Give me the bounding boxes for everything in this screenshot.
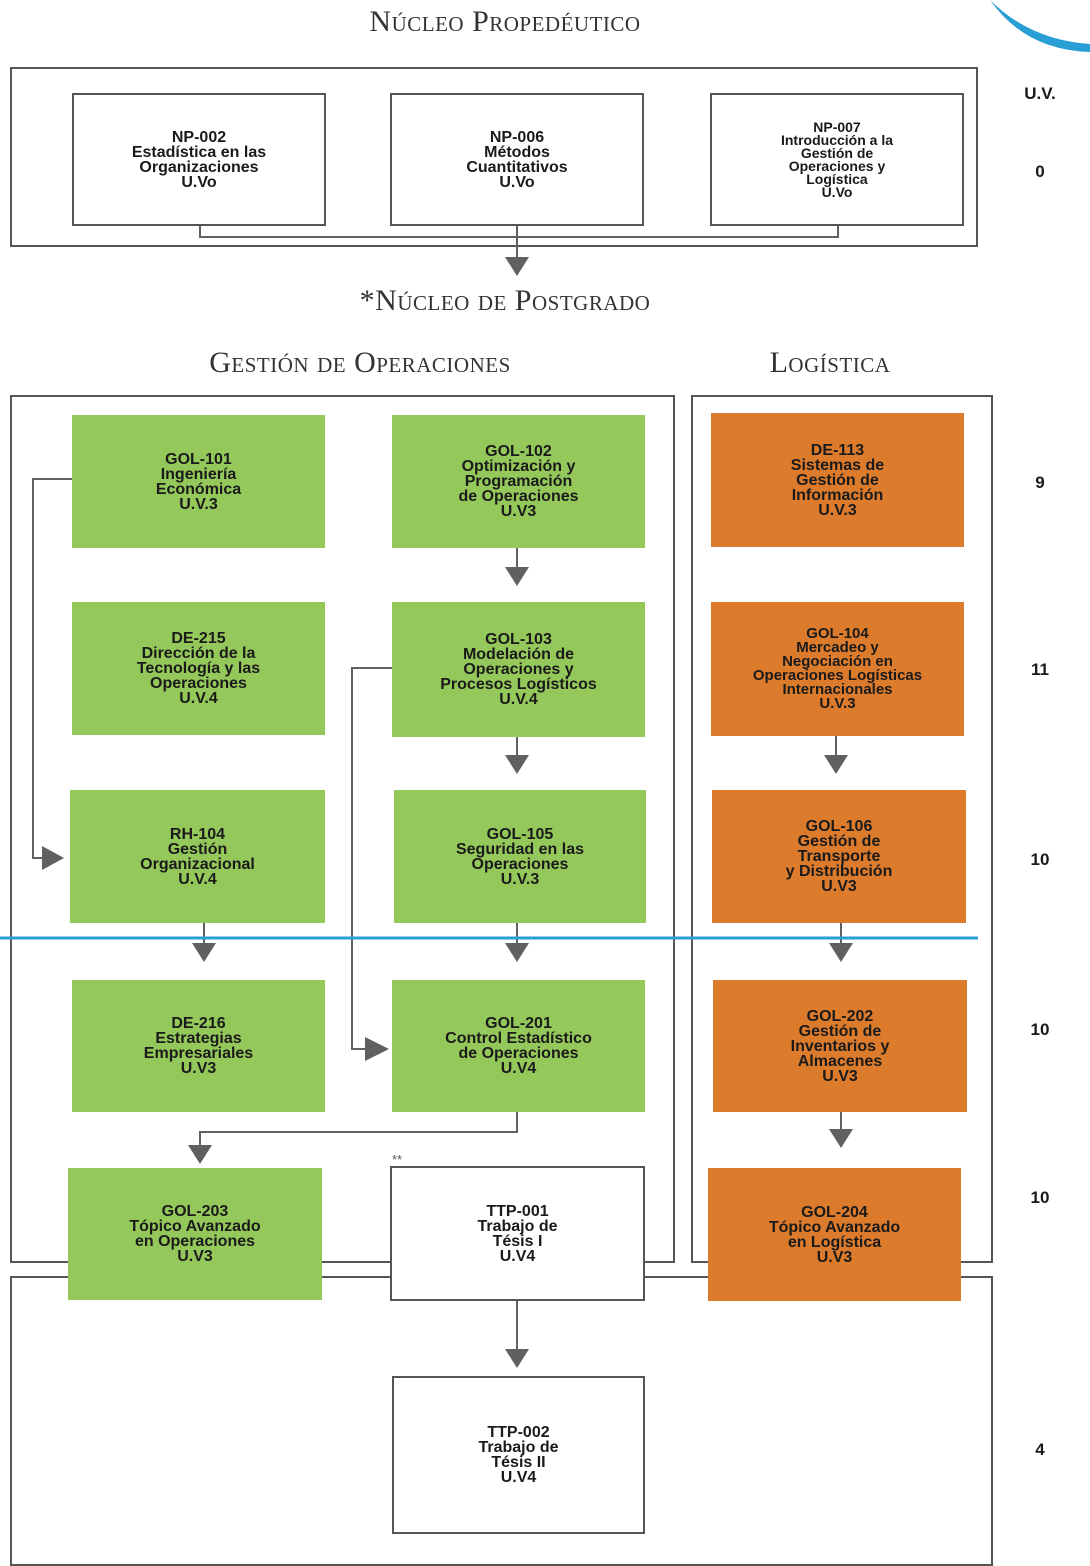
course-code: GOL-201 xyxy=(485,1015,552,1032)
frame-propedeutico xyxy=(10,67,978,247)
uv-value-thesis: 4 xyxy=(1035,1440,1045,1459)
course-name: Modelación de Operaciones y Procesos Log… xyxy=(440,646,597,693)
uv-value-row3: 10 xyxy=(1030,850,1050,869)
title-nucleo-postgrado: *Núcleo de Postgrado xyxy=(359,284,651,317)
course-name: Métodos Cuantitativos xyxy=(466,143,568,176)
course-name: Sistemas de Gestión de Información xyxy=(790,456,885,504)
course-name: Gestión de Inventarios y Almacenes xyxy=(790,1022,890,1070)
course-code: NP-006 xyxy=(489,128,545,146)
course-name: Mercadeo y Negociación en Operaciones Lo… xyxy=(752,639,923,698)
course-code: RH-104 xyxy=(169,825,226,843)
course-uv: U.Vo xyxy=(499,173,535,191)
course-code: GOL-104 xyxy=(806,625,869,642)
uv-value-row5: 10 xyxy=(1030,1188,1050,1207)
course-code: TTP-001 xyxy=(486,1202,549,1220)
course-code: DE-216 xyxy=(171,1015,226,1032)
course-code: GOL-203 xyxy=(161,1203,229,1220)
course-code: TTP-002 xyxy=(487,1424,550,1441)
uv-value-propedeutico: 0 xyxy=(1035,162,1045,181)
course-name: Seguridad en las Operaciones xyxy=(455,840,585,873)
arrowhead xyxy=(505,257,529,276)
course-uv: U.Vo xyxy=(181,173,217,191)
course-code: GOL-202 xyxy=(806,1007,874,1025)
course-name: Trabajo de Tésis II xyxy=(478,1439,559,1471)
course-code: GOL-106 xyxy=(805,818,873,835)
uv-value-row2: 11 xyxy=(1031,660,1049,679)
course-uv: U.V.3 xyxy=(500,870,540,888)
course-code: GOL-103 xyxy=(485,631,552,648)
course-code: GOL-101 xyxy=(165,450,232,468)
course-name: Introducción a la Gestión de Operaciones… xyxy=(780,131,893,187)
course-uv: U.V3 xyxy=(177,1248,213,1265)
course-name: Gestión de Transporte y Distribución xyxy=(785,833,893,880)
course-uv: U.V3 xyxy=(822,1067,858,1085)
course-name: Gestión Organizacional xyxy=(140,840,255,873)
uv-header: U.V. xyxy=(1024,84,1056,103)
course-code: DE-113 xyxy=(810,441,865,459)
logo-fragment xyxy=(990,0,1090,52)
course-uv: U.V4 xyxy=(499,1247,536,1265)
frame-gestion-operaciones xyxy=(10,395,675,1263)
course-uv: U.V.4 xyxy=(178,870,217,888)
course-code: GOL-204 xyxy=(801,1203,868,1221)
course-uv: U.V.3 xyxy=(179,495,218,513)
course-uv: U.Vo xyxy=(821,183,853,200)
course-uv: U.V.4 xyxy=(499,691,538,708)
course-code: GOL-105 xyxy=(486,825,554,843)
course-name: Trabajo de Tésis I xyxy=(477,1217,558,1250)
course-code: GOL-102 xyxy=(485,443,552,460)
course-name: Control Estadístico de Operaciones xyxy=(445,1030,592,1062)
course-uv: U.V3 xyxy=(816,1248,853,1266)
uv-value-row4: 10 xyxy=(1030,1020,1050,1039)
course-name: Dirección de la Tecnología y las Operaci… xyxy=(136,645,261,692)
course-uv: U.V.3 xyxy=(818,501,857,519)
course-name: Ingeniería Económica xyxy=(155,465,242,498)
course-code: NP-002 xyxy=(171,128,227,146)
course-uv: U.V.3 xyxy=(819,695,856,712)
uv-value-row1: 9 xyxy=(1035,473,1045,492)
course-name: Tópico Avanzado en Operaciones xyxy=(129,1218,261,1250)
course-uv: U.V4 xyxy=(500,1469,537,1486)
title-gestion-operaciones: Gestión de Operaciones xyxy=(209,346,511,379)
course-uv: U.V3 xyxy=(500,503,537,520)
course-name: Estrategias Empresariales xyxy=(143,1030,254,1062)
course-name: Tópico Avanzado en Logística xyxy=(768,1218,901,1251)
course-uv: U.V4 xyxy=(500,1060,537,1077)
course-name: Optimización y Programación de Operacion… xyxy=(458,458,579,505)
course-code: DE-215 xyxy=(171,630,226,647)
title-logistica: Logística xyxy=(769,346,891,379)
course-code: NP-007 xyxy=(813,118,861,135)
course-uv: U.V.4 xyxy=(179,690,218,707)
ttp001-footnote-mark: ** xyxy=(392,1152,403,1167)
course-name: Estadística en las Organizaciones xyxy=(131,143,267,176)
title-nucleo-propedeutico: Núcleo Propedéutico xyxy=(369,5,641,38)
course-uv: U.V3 xyxy=(821,878,857,895)
course-uv: U.V3 xyxy=(180,1060,217,1077)
